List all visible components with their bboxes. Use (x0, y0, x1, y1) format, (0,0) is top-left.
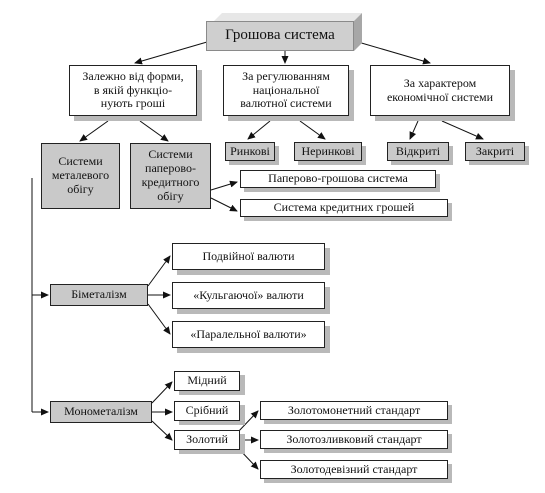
gold-monometallism: Золотий (174, 430, 240, 450)
type-non-market-label: Неринкові (301, 143, 355, 158)
gold-bullion-standard: Золотозливковий стандарт (260, 430, 448, 449)
limping-currency-label: «Кульгаючої» валюти (193, 287, 304, 302)
metal-systems-line-2: металевого (51, 168, 110, 183)
type-non-market: Неринкові (294, 142, 362, 161)
gold-coin-standard-label: Золотомонетний стандарт (287, 402, 421, 417)
gold-label: Золотий (186, 432, 228, 447)
metal-systems-line-3: обігу (67, 181, 94, 196)
bimetallism-label: Біметалізм (71, 287, 127, 302)
monometallism-label: Монометалізм (64, 404, 138, 419)
silver-monometallism: Срібний (174, 401, 240, 421)
gold-coin-standard: Золотомонетний стандарт (260, 401, 448, 420)
monometallism: Монометалізм (50, 401, 152, 423)
title-block-side (354, 13, 362, 51)
diagram-title-text: Грошова система (225, 27, 335, 44)
paper-systems-line-4: обігу (157, 188, 184, 203)
paper-money-system-label: Паперово-грошова система (268, 171, 408, 186)
metal-circulation-systems: Системи металевого обігу (41, 143, 120, 209)
copper-label: Мідний (187, 373, 227, 388)
criterion-regulation-line-2: національної (252, 82, 320, 97)
type-open: Відкриті (387, 142, 449, 161)
copper-monometallism: Мідний (174, 371, 240, 391)
criterion-character-line-2: економічної системи (386, 89, 494, 104)
silver-label: Срібний (185, 403, 229, 418)
criterion-regulation-line-1: За регулюванням (242, 68, 330, 83)
criterion-by-regulation: За регулюванням національної валютної си… (223, 65, 349, 116)
metal-systems-line-1: Системи (58, 154, 103, 169)
criterion-by-character: За характером економічної системи (370, 65, 510, 116)
paper-systems-line-3: кредитного (141, 175, 200, 189)
limping-currency: «Кульгаючої» валюти (172, 282, 325, 309)
title-block-top (214, 13, 362, 21)
gold-exchange-standard-label: Золотодевізний стандарт (290, 461, 418, 476)
credit-money-system-label: Система кредитних грошей (273, 200, 415, 215)
credit-money-system: Система кредитних грошей (240, 199, 448, 217)
criterion-form-line-1: Залежно від форми, (82, 68, 184, 83)
gold-bullion-standard-label: Золотозливковий стандарт (286, 431, 422, 446)
criterion-regulation-line-3: валютної системи (240, 96, 332, 111)
type-closed: Закриті (465, 142, 525, 161)
paper-money-system: Паперово-грошова система (240, 170, 436, 188)
criterion-form-line-3: нують гроші (100, 96, 166, 111)
paper-credit-circulation-systems: Системи паперово- кредитного обігу (130, 143, 211, 209)
bimetallism: Біметалізм (50, 284, 148, 306)
diagram-title: Грошова система (206, 21, 354, 51)
double-currency: Подвійної валюти (172, 243, 325, 270)
paper-systems-line-2: паперово- (145, 161, 196, 176)
parallel-currency-label: «Паралельної валюти» (190, 326, 307, 341)
type-closed-label: Закриті (475, 143, 515, 158)
paper-systems-line-1: Системи (148, 147, 193, 162)
criterion-by-form: Залежно від форми, в якій функціо- нують… (69, 65, 197, 116)
type-market-label: Ринкові (230, 143, 270, 158)
double-currency-label: Подвійної валюти (202, 248, 295, 263)
criterion-form-line-2: в якій функціо- (93, 82, 173, 97)
parallel-currency: «Паралельної валюти» (172, 321, 325, 348)
type-market: Ринкові (225, 142, 275, 161)
gold-exchange-standard: Золотодевізний стандарт (260, 460, 448, 479)
type-open-label: Відкриті (395, 143, 441, 158)
criterion-character-line-1: За характером (403, 75, 477, 90)
